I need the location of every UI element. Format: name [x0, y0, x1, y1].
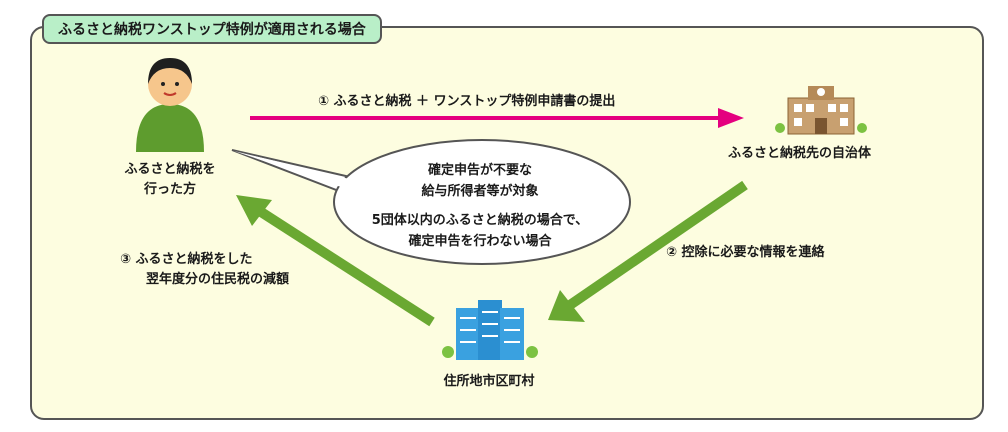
step2-label: ② 控除に必要な情報を連絡	[666, 245, 825, 260]
speech-bubble	[231, 139, 631, 265]
destination-label: ふるさと納税先の自治体	[728, 146, 872, 161]
arrow-step3	[236, 195, 435, 327]
bubble-line2: 給与所得者等が対象	[421, 184, 539, 199]
diagram-title: ふるさと納税ワンストップ特例が適用される場合	[42, 14, 382, 44]
arrow-step2	[548, 180, 748, 322]
bubble-line1: 確定申告が不要な	[427, 163, 532, 178]
donor-label-line2: 行った方	[143, 182, 196, 197]
step1-label: ① ふるさと納税 ＋ ワンストップ特例申請書の提出	[318, 94, 616, 109]
donor-label-line1: ふるさと納税を	[124, 162, 216, 177]
speech-bubble-text: 確定申告が不要な 給与所得者等が対象 5団体以内のふるさと納税の場合で、 確定申…	[340, 160, 620, 252]
step3-label-line2: 翌年度分の住民税の減額	[146, 272, 290, 287]
person-icon	[136, 58, 204, 152]
speech-bubble-body	[333, 139, 631, 265]
donor-label: ふるさと納税を 行った方	[108, 160, 232, 200]
bubble-line3: 5団体以内のふるさと納税の場合で、	[371, 213, 589, 228]
arrow-step1	[250, 108, 744, 128]
step3-label-line1: ③ ふるさと納税をした	[120, 252, 253, 267]
school-building-icon	[775, 86, 867, 135]
bubble-line4: 確定申告を行わない場合	[408, 234, 552, 249]
step3-label: ③ ふるさと納税をした 翌年度分の住民税の減額	[120, 250, 289, 290]
office-building-icon	[442, 300, 538, 360]
residence-label: 住所地市区町村	[443, 374, 535, 389]
